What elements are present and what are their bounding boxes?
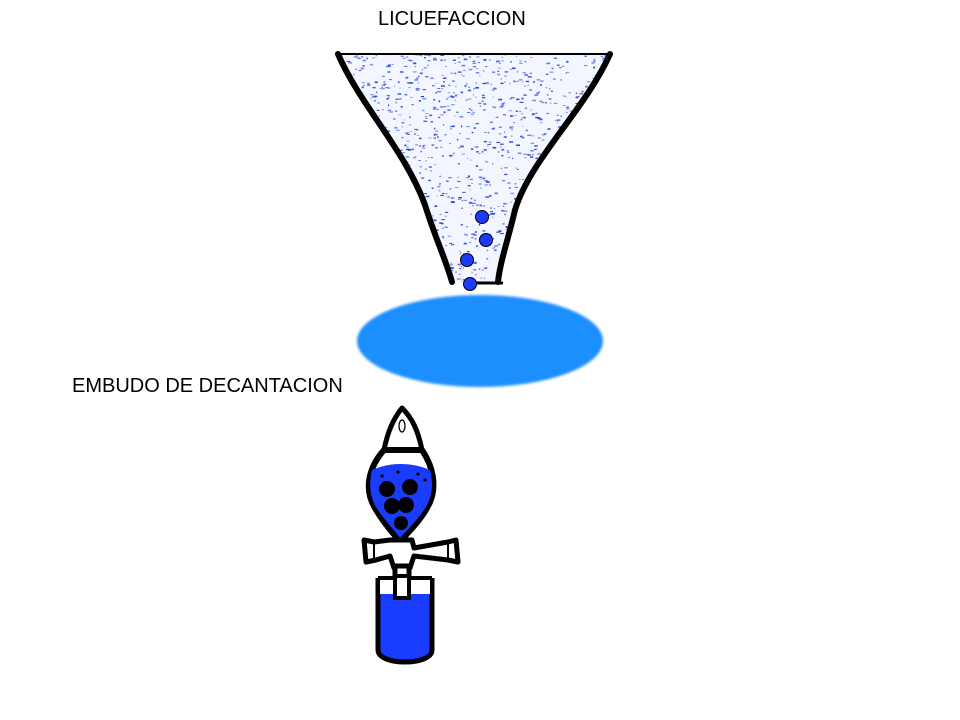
droplet-icon <box>475 210 489 224</box>
funnel-icon <box>335 51 613 285</box>
dark-particles <box>379 470 427 530</box>
droplet-icon <box>460 253 474 267</box>
title-embudo-de-decantacion: EMBUDO DE DECANTACION <box>72 375 343 397</box>
separatory-funnel-icon <box>361 405 461 599</box>
droplet-icon <box>463 277 477 291</box>
droplets <box>460 210 493 291</box>
droplet-icon <box>479 233 493 247</box>
collector-vial-icon <box>375 574 435 665</box>
title-licuefaccion: LICUEFACCION <box>378 8 526 30</box>
liquid-pool-icon <box>357 295 603 387</box>
